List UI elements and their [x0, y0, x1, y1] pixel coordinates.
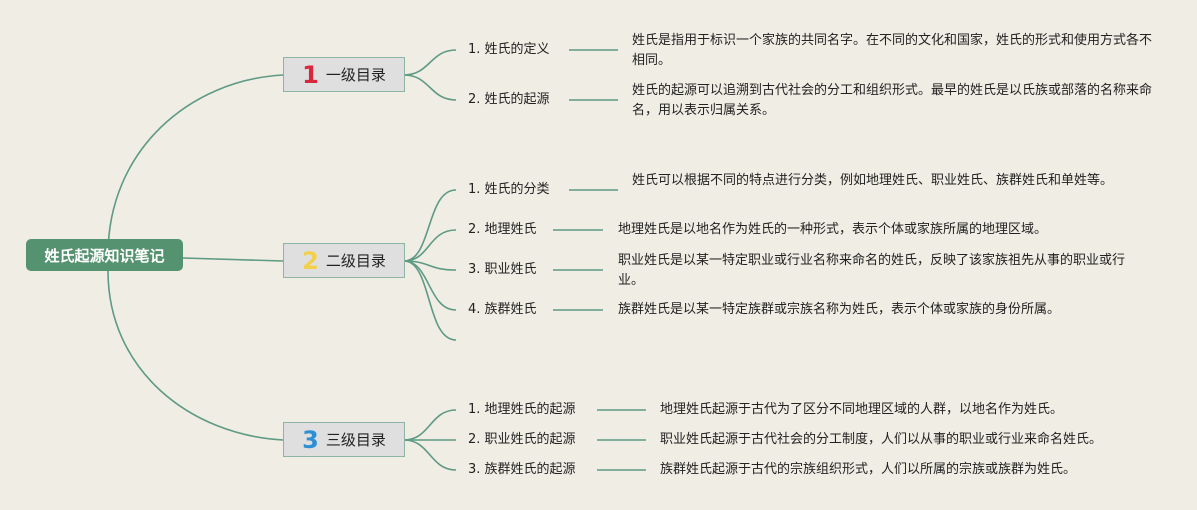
item-3-2[interactable]: 2. 职业姓氏的起源: [468, 432, 576, 447]
note-3-3: 族群姓氏起源于古代的宗族组织形式，人们以所属的宗族或族群为姓氏。: [660, 462, 1077, 477]
level-3-to-item-1-link: [403, 409, 457, 441]
root-to-level-2-link: [182, 257, 284, 262]
note-2-1: 姓氏可以根据不同的特点进行分类，例如地理姓氏、职业姓氏、族群姓氏和单姓等。: [632, 173, 1114, 188]
note-3-1: 地理姓氏起源于古代为了区分不同地理区域的人群，以地名作为姓氏。: [660, 402, 1064, 417]
level-1-node[interactable]: 1 一级目录: [283, 57, 405, 92]
level-3-label: 三级目录: [325, 431, 386, 449]
level-1-number: 1: [302, 60, 319, 89]
level-3-to-item-3-link: [403, 439, 457, 471]
level-3-node[interactable]: 3 三级目录: [283, 422, 405, 457]
item-2-3[interactable]: 3. 职业姓氏: [468, 262, 537, 277]
item-2-4[interactable]: 4. 族群姓氏: [468, 302, 537, 317]
item-3-1[interactable]: 1. 地理姓氏的起源: [468, 402, 576, 417]
level-2-to-item-2-link: [403, 229, 457, 262]
level-2-number: 2: [302, 246, 319, 275]
item-2-1[interactable]: 1. 姓氏的分类: [468, 182, 550, 197]
item-1-1[interactable]: 1. 姓氏的定义: [468, 42, 550, 57]
root-label: 姓氏起源知识笔记: [44, 246, 165, 265]
root-to-level-3-link: [107, 270, 284, 441]
level-2-to-item-1-link: [403, 189, 457, 262]
level-2-node[interactable]: 2 二级目录: [283, 243, 405, 278]
note-1-1: 姓氏是指用于标识一个家族的共同名字。在不同的文化和国家，姓氏的形式和使用方式各不…: [632, 33, 1153, 68]
note-2-4: 族群姓氏是以某一特定族群或宗族名称为姓氏，表示个体或家族的身份所属。: [618, 302, 1061, 317]
root-node[interactable]: 姓氏起源知识笔记: [26, 239, 183, 271]
item-2-2[interactable]: 2. 地理姓氏: [468, 222, 537, 237]
level-3-number: 3: [302, 425, 319, 454]
level-1-label: 一级目录: [325, 66, 386, 84]
level-2-label: 二级目录: [325, 252, 386, 270]
root-to-level-1-link: [107, 74, 284, 256]
note-2-3: 职业姓氏是以某一特定职业或行业名称来命名的姓氏，反映了该家族祖先从事的职业或行业…: [618, 253, 1126, 288]
note-3-2: 职业姓氏起源于古代社会的分工制度，人们以从事的职业或行业来命名姓氏。: [660, 432, 1103, 447]
level-1-to-item-1-link: [403, 49, 457, 76]
note-2-2: 地理姓氏是以地名作为姓氏的一种形式，表示个体或家族所属的地理区域。: [618, 222, 1048, 237]
level-2-to-empty-link: [403, 260, 457, 341]
level-1-to-item-2-link: [403, 74, 457, 101]
item-3-3[interactable]: 3. 族群姓氏的起源: [468, 462, 576, 477]
item-1-2[interactable]: 2. 姓氏的起源: [468, 92, 550, 107]
note-1-2: 姓氏的起源可以追溯到古代社会的分工和组织形式。最早的姓氏是以氏族或部落的名称来命…: [632, 83, 1153, 118]
